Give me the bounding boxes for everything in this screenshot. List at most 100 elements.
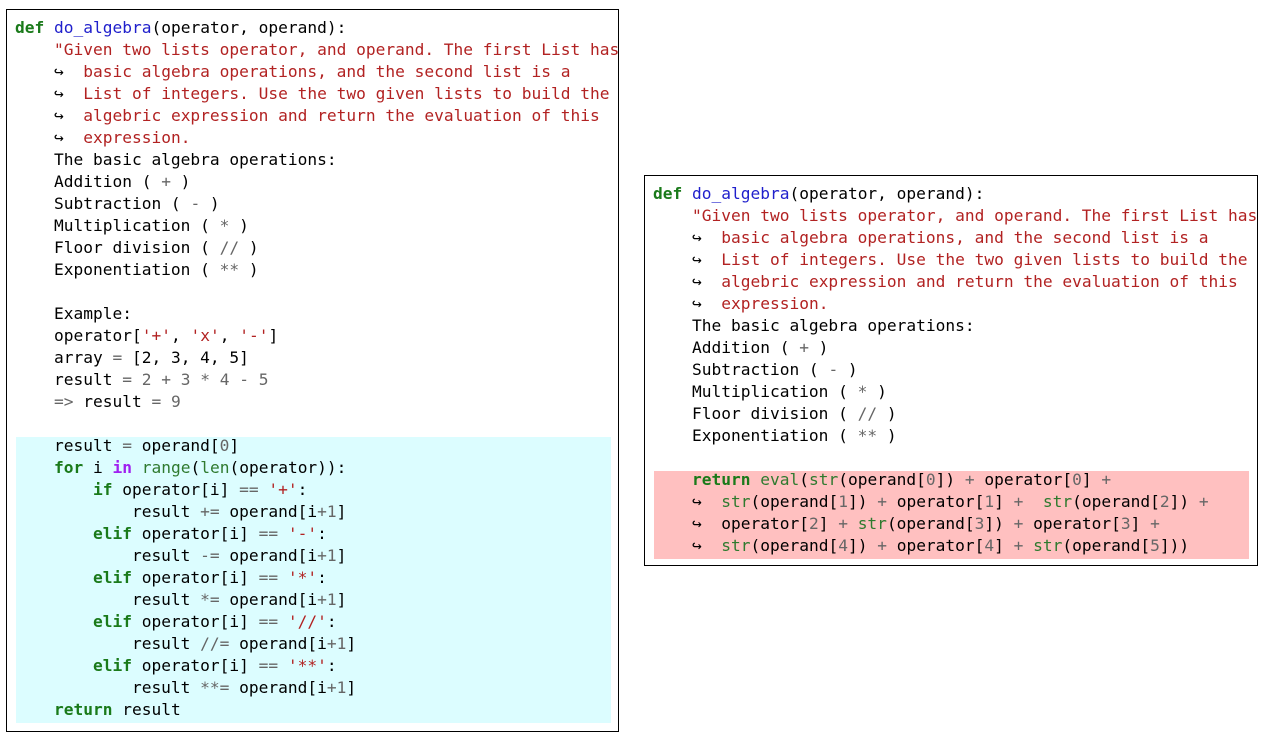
code-token: elif [92, 612, 132, 631]
code-token: str [857, 514, 887, 533]
code-token [64, 84, 84, 103]
code-line: array = [2, 3, 4, 5] [15, 347, 249, 369]
code-line: ↪ str(operand[4]) + operator[4] + str(op… [653, 535, 1189, 557]
code-line: elif operator[i] == '//': [15, 611, 337, 633]
code-line: result **= operand[i+1] [15, 677, 356, 699]
code-token: Exponentiation ( [653, 426, 858, 445]
code-token [682, 184, 692, 203]
code-token: return [53, 700, 113, 719]
code-token: (operand[ [1072, 492, 1160, 511]
code-token: ]) [984, 514, 1014, 533]
code-token: 1 [336, 634, 347, 653]
code-token: ] [346, 634, 357, 653]
code-token: str [721, 536, 751, 555]
code-token: + [838, 514, 848, 533]
code-token: + [326, 634, 337, 653]
code-token: + [161, 370, 171, 389]
code-token: 1 [326, 502, 337, 521]
code-token: do_algebra [692, 184, 790, 203]
code-token [15, 392, 54, 411]
code-token [15, 128, 54, 147]
code-token: ( [190, 458, 201, 477]
code-line: Multiplication ( * ) [653, 381, 887, 403]
code-token [653, 272, 692, 291]
code-token: range [141, 458, 191, 477]
code-token: + [317, 502, 327, 521]
code-token [15, 40, 54, 59]
code-token: ) [200, 194, 220, 213]
code-token [653, 470, 692, 489]
code-token: + [1013, 492, 1024, 511]
code-token: = [151, 392, 162, 411]
code-line: The basic algebra operations: [653, 315, 975, 337]
line-continuation-icon: ↪ [691, 228, 702, 247]
code-token: result [73, 392, 152, 411]
code-line: "Given two lists operator, and operand. … [653, 205, 1257, 227]
code-token [210, 370, 220, 389]
code-token: (operator)): [229, 458, 347, 477]
code-token: + [799, 338, 809, 357]
code-token: : [317, 524, 327, 543]
code-token: def [653, 184, 683, 203]
code-line: for i in range(len(operator)): [15, 457, 346, 479]
code-token [702, 228, 722, 247]
code-token [171, 370, 181, 389]
code-token: operand[i [219, 546, 318, 565]
code-line: ↪ List of integers. Use the two given li… [653, 249, 1248, 271]
code-token: (operand[ [750, 492, 839, 511]
code-token [15, 568, 93, 587]
code-token: "Given two lists operator, and operand. … [691, 206, 1258, 225]
code-token: Exponentiation ( [15, 260, 220, 279]
code-token: ( [799, 470, 809, 489]
code-token [161, 392, 171, 411]
code-token: += [200, 502, 220, 521]
code-token [64, 128, 84, 147]
code-token: ] [1130, 514, 1151, 533]
code-token: result [15, 590, 201, 609]
line-continuation-icon: ↪ [53, 106, 64, 125]
code-token: ] [229, 436, 240, 455]
code-token: '-' [287, 524, 318, 543]
code-line: Multiplication ( * ) [15, 215, 249, 237]
code-token: 'x' [190, 326, 220, 345]
code-token: *= [200, 590, 220, 609]
code-line: Exponentiation ( ** ) [15, 259, 259, 281]
code-token: ) [867, 382, 887, 401]
code-token [190, 370, 200, 389]
code-token: 3 [974, 514, 985, 533]
code-token [151, 370, 161, 389]
code-token: : [326, 612, 337, 631]
code-token: return [691, 470, 751, 489]
code-token: + [1150, 514, 1160, 533]
code-token: algebric expression and return the evalu… [83, 106, 600, 125]
code-token: operator[ [1023, 514, 1121, 533]
code-token: * [857, 382, 868, 401]
code-token: operator[ [701, 514, 809, 533]
code-line: ↪ List of integers. Use the two given li… [15, 83, 610, 105]
code-token [132, 370, 142, 389]
code-token: (operand[ [838, 470, 926, 489]
code-token: + [1101, 470, 1112, 489]
code-token: def [15, 18, 45, 37]
code-line: result = operand[0] [15, 435, 239, 457]
code-token [15, 700, 54, 719]
code-token [15, 84, 54, 103]
code-token [15, 62, 54, 81]
code-token [249, 370, 259, 389]
code-token: [2, 3, 4, 5] [122, 348, 249, 367]
code-token: == [258, 612, 279, 631]
code-line: Floor division ( // ) [15, 237, 259, 259]
code-token: The basic algebra operations: [653, 316, 975, 335]
code-line: result += operand[i+1] [15, 501, 346, 523]
code-token [702, 272, 722, 291]
code-token: 1 [336, 678, 347, 697]
code-token: 1 [984, 492, 995, 511]
code-token: operand[i [219, 590, 318, 609]
code-token: ]) [1169, 492, 1199, 511]
code-token [1023, 492, 1043, 511]
code-token [702, 294, 722, 313]
line-continuation-icon: ↪ [53, 62, 64, 81]
code-token: + [317, 590, 327, 609]
code-token: , [170, 326, 191, 345]
code-line: operator['+', 'x', '-'] [15, 325, 278, 347]
